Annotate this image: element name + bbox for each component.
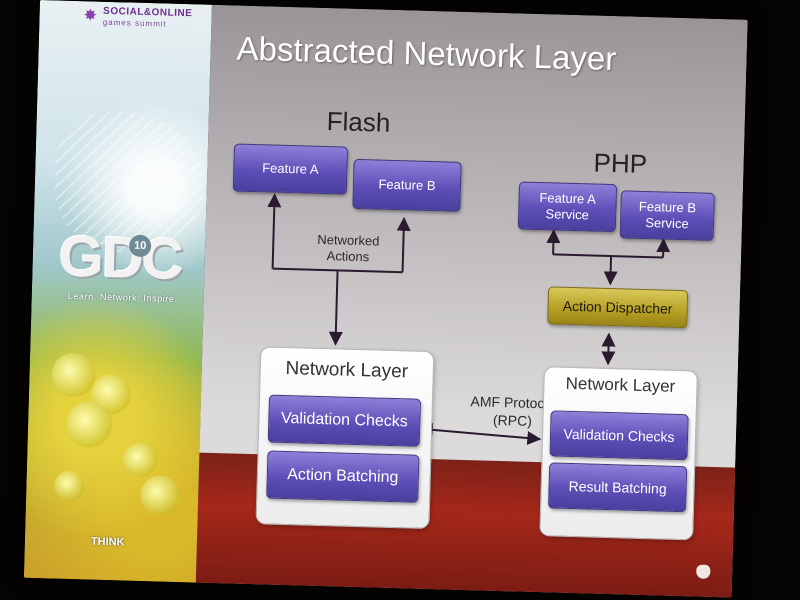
- arrow-to-feature-b-service: [656, 238, 671, 258]
- php-label: PHP: [593, 147, 648, 180]
- arrow-to-feature-a-service: [546, 229, 561, 255]
- flash-label: Flash: [326, 106, 391, 138]
- feature-b-service-node: Feature B Service: [619, 190, 715, 241]
- arrow-bracket-to-dispatcher: [603, 256, 618, 286]
- arrow-to-feature-a: [267, 193, 282, 269]
- connector-arrows: [267, 193, 671, 446]
- validation-checks-php-node: Validation Checks: [549, 410, 689, 461]
- slide: ✸ SOCIAL&ONLINE games summit GDC 10 Lear…: [23, 0, 748, 598]
- result-batching-node: Result Batching: [548, 462, 688, 513]
- feature-a-node: Feature A: [232, 143, 349, 195]
- arrow-to-flash-layer: [328, 270, 343, 346]
- action-dispatcher-node: Action Dispatcher: [547, 286, 689, 329]
- feature-b-node: Feature B: [352, 158, 462, 212]
- validation-checks-flash-node: Validation Checks: [267, 394, 422, 447]
- bracket-php: [553, 253, 664, 259]
- networked-actions-label: Networked Actions: [317, 231, 380, 265]
- arrow-dispatcher-to-php-layer: [601, 332, 616, 366]
- action-batching-node: Action Batching: [266, 450, 420, 503]
- flash-network-layer-title: Network Layer: [285, 358, 409, 383]
- php-network-layer-title: Network Layer: [565, 373, 676, 396]
- feature-a-service-node: Feature A Service: [517, 181, 618, 233]
- arrow-amf-link: [418, 422, 542, 446]
- arrow-to-feature-b: [396, 216, 411, 273]
